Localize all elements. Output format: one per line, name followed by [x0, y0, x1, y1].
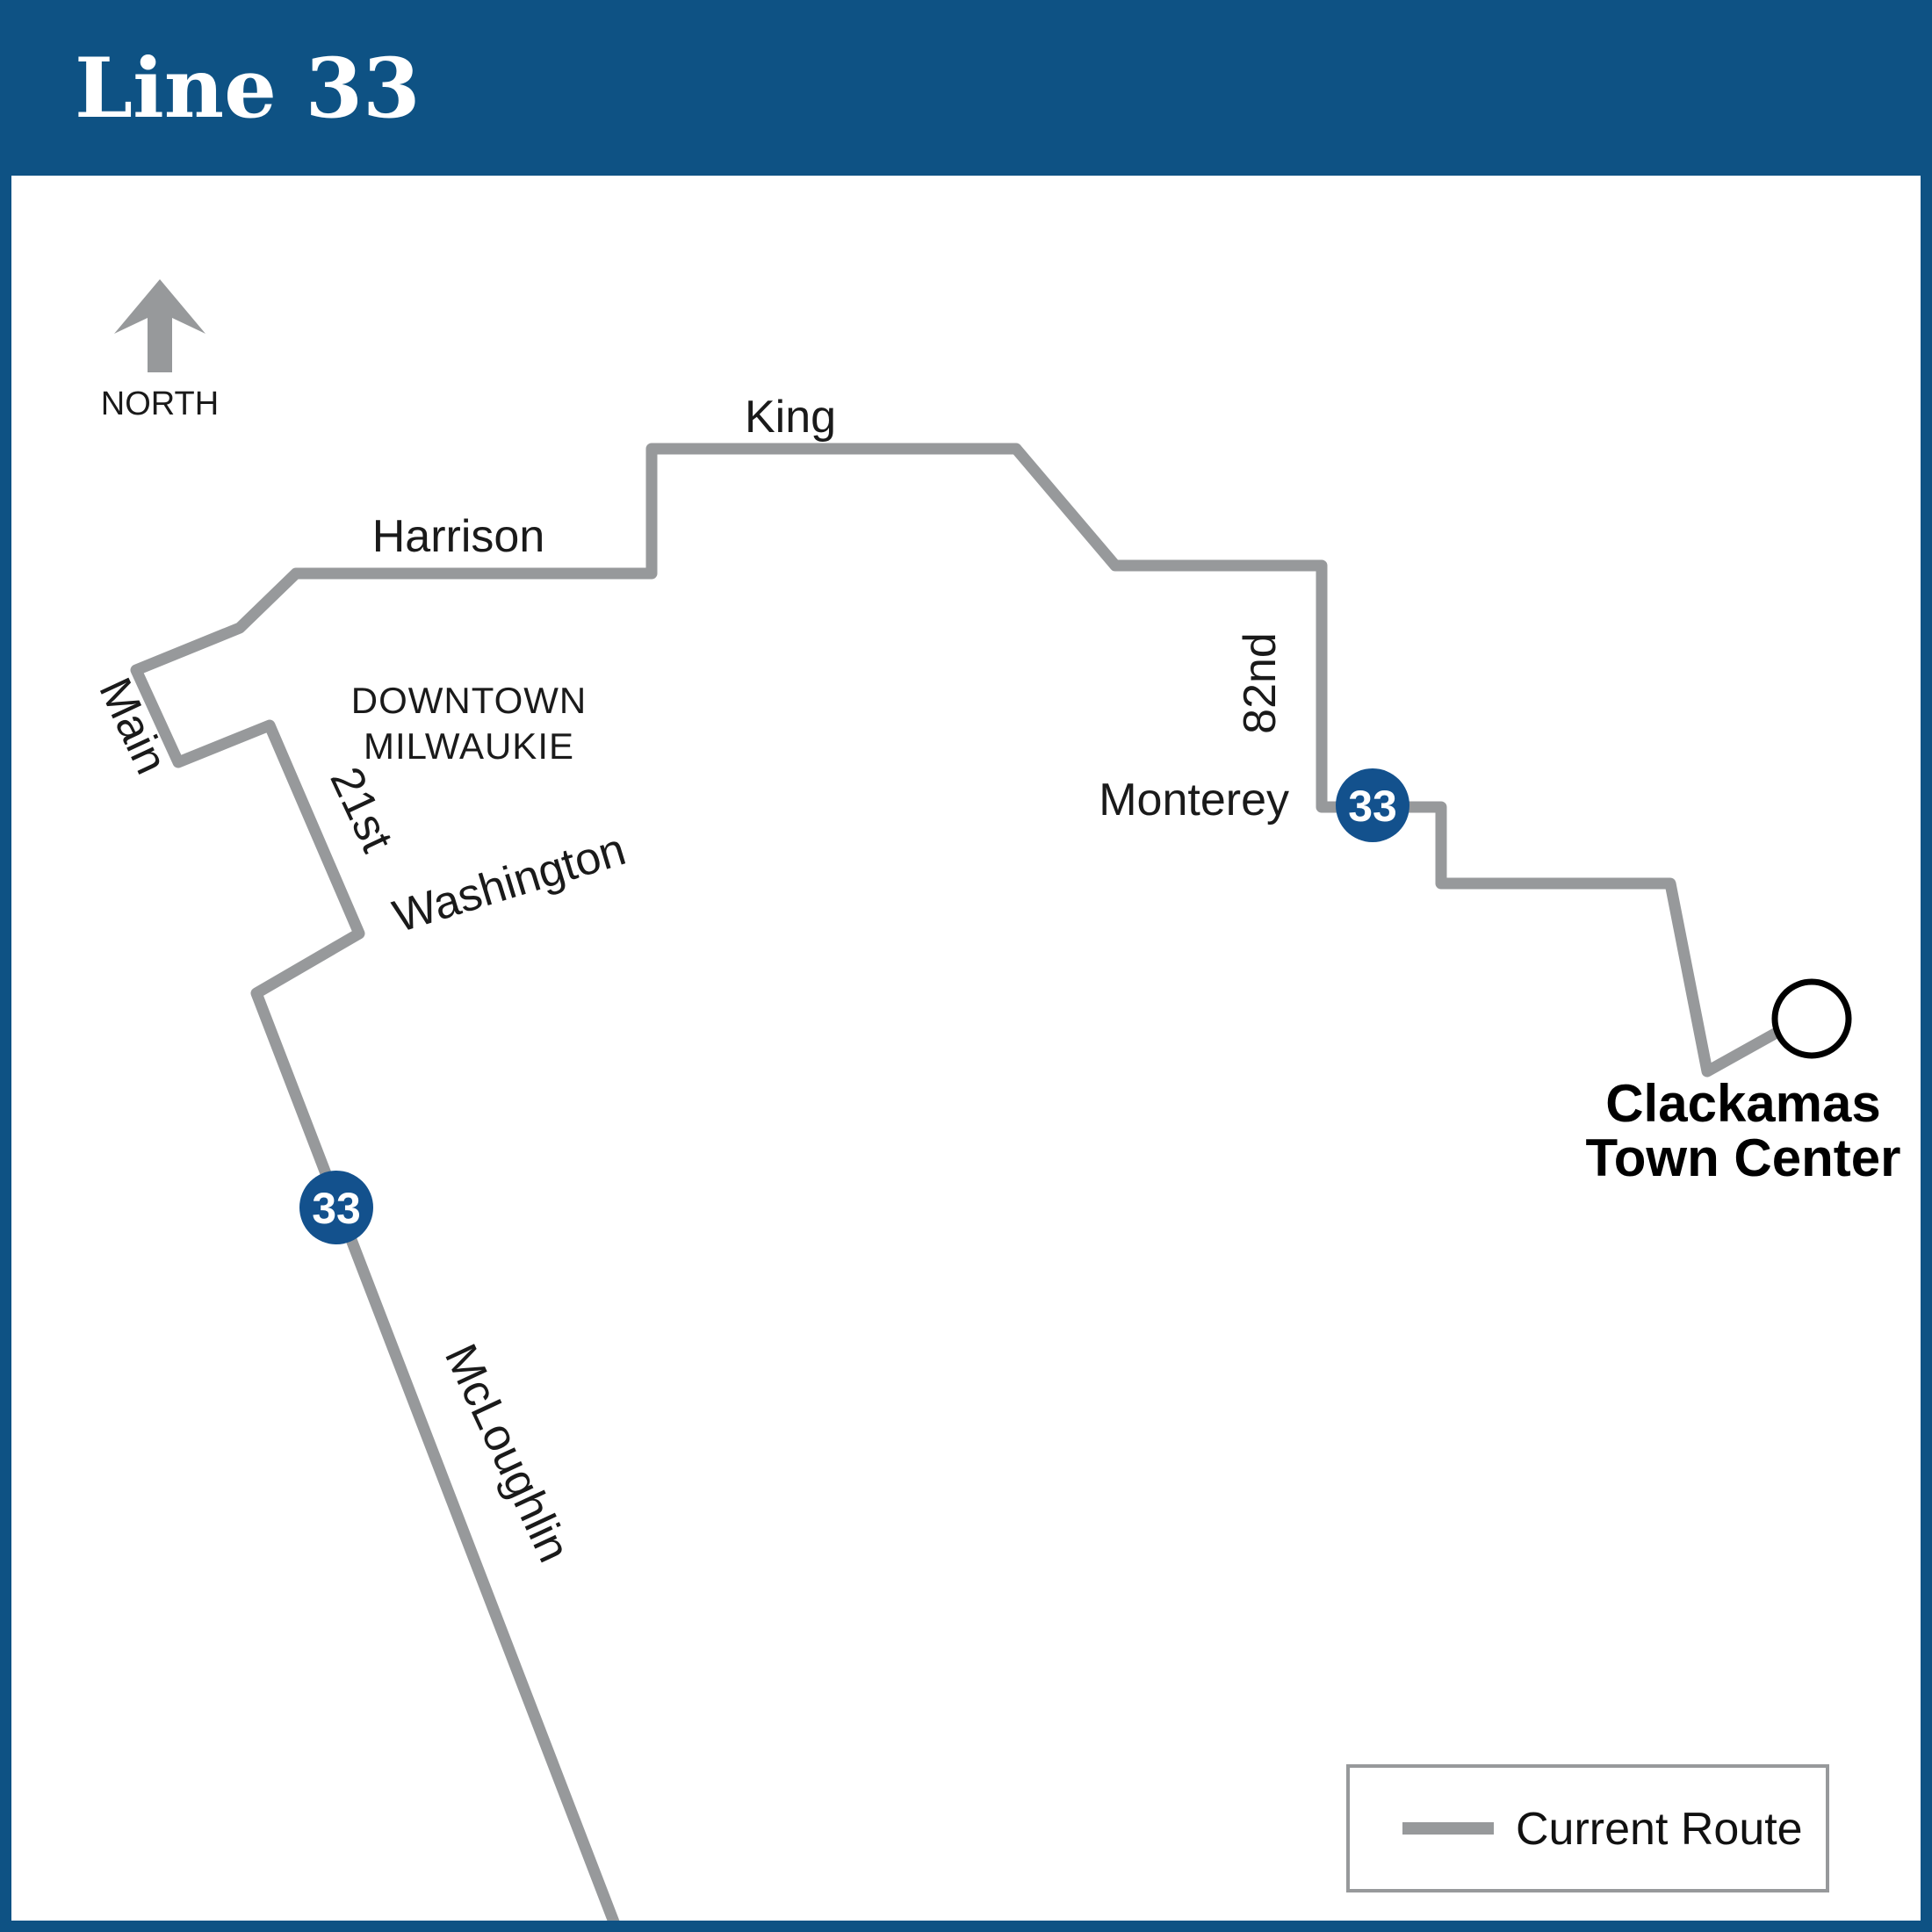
street-label-82nd: 82nd	[1235, 632, 1286, 734]
legend-box	[1346, 1764, 1829, 1892]
area-label-downtown: DOWNTOWN	[351, 680, 588, 721]
street-label-harrison: Harrison	[372, 511, 545, 562]
area-label-milwaukie: MILWAUKIE	[364, 725, 574, 767]
terminus-circle-clackamas	[1771, 978, 1852, 1059]
north-arrow-icon	[114, 279, 205, 372]
legend-route-line-sample	[1402, 1822, 1494, 1835]
street-label-king: King	[745, 392, 836, 443]
street-label-monterey: Monterey	[1099, 775, 1289, 825]
header-band	[0, 0, 1932, 176]
legend-current-route-label: Current Route	[1516, 1804, 1803, 1855]
current-route-line	[130, 443, 1786, 1932]
route-badge-mcloughlin-number: 33	[312, 1184, 361, 1233]
frame-border-left	[0, 0, 11, 1932]
legend: Current Route	[1346, 1764, 1829, 1892]
route-badge-mcloughlin	[299, 1171, 373, 1244]
terminus-label-line2: Town Center	[1586, 1128, 1901, 1187]
north-label: NORTH	[101, 386, 219, 422]
page-title: Line 33	[75, 40, 421, 137]
frame-border-right	[1921, 0, 1932, 1932]
terminus-label-line1: Clackamas	[1605, 1074, 1881, 1133]
frame-border-bottom	[0, 1921, 1932, 1932]
route-badge-monterey	[1336, 768, 1409, 842]
route-badge-monterey-number: 33	[1348, 782, 1397, 831]
